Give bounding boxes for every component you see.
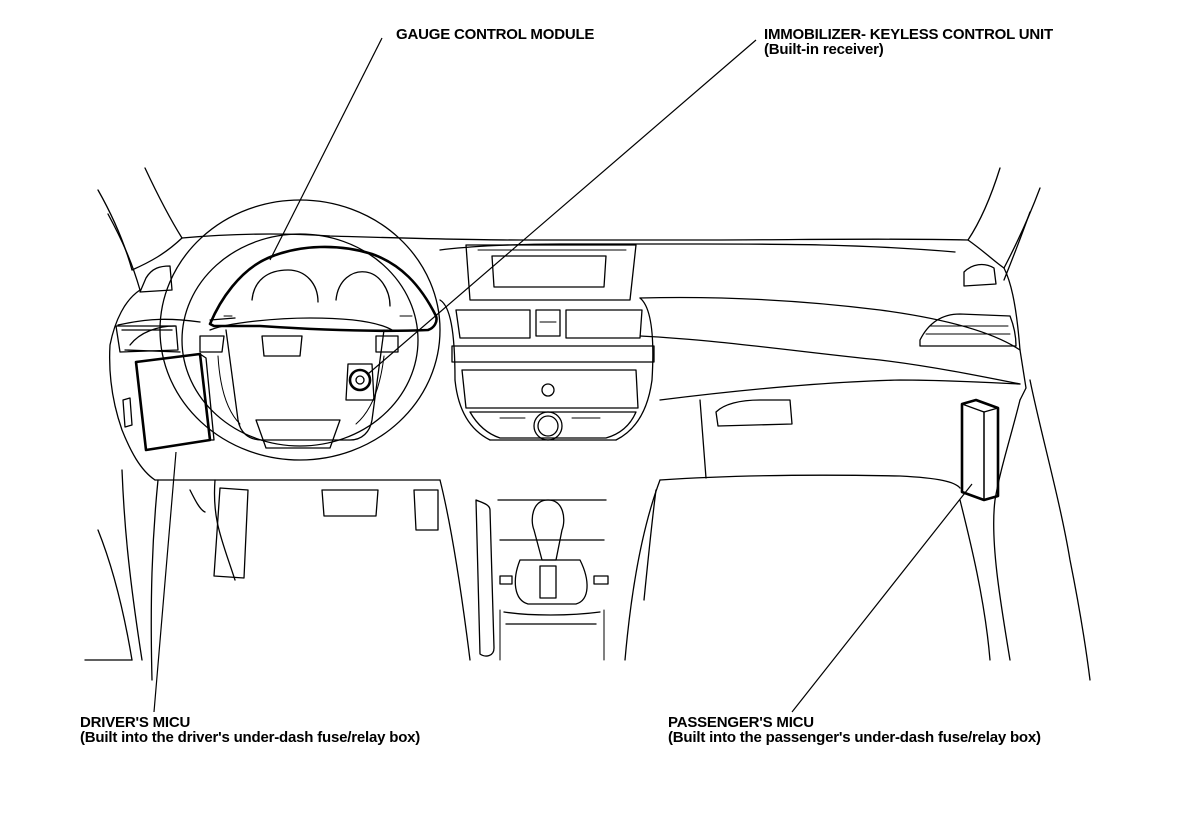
center-stack <box>439 297 655 441</box>
gauge-label-title: GAUGE CONTROL MODULE <box>396 26 595 43</box>
driver-micu-label-subtitle: (Built into the driver's under-dash fuse… <box>80 729 421 746</box>
dash-top <box>181 233 969 253</box>
immobilizer-label-subtitle: (Built-in receiver) <box>764 41 884 58</box>
left-a-pillar <box>97 167 183 291</box>
right-vent <box>919 313 1017 347</box>
passenger-micu-label-subtitle: (Built into the passenger's under-dash f… <box>668 729 1041 746</box>
immobilizer-label-title: IMMOBILIZER- KEYLESS CONTROL UNIT <box>764 26 1053 43</box>
left-vent <box>115 325 179 353</box>
glovebox-handle <box>715 399 793 427</box>
gauge-leader-line <box>269 37 383 261</box>
dash-right-body <box>639 263 1027 489</box>
immobilizer-label: IMMOBILIZER- KEYLESS CONTROL UNIT (Built… <box>764 27 1053 57</box>
immobilizer-leader-line <box>367 39 757 375</box>
right-a-pillar <box>967 167 1041 281</box>
gauge-control-module-label: GAUGE CONTROL MODULE <box>396 27 594 42</box>
leader-lines <box>153 37 973 713</box>
gauge-cluster <box>208 245 438 333</box>
driver-footwell <box>84 469 439 681</box>
driver-micu-leader-line <box>153 451 177 713</box>
passenger-micu-label: PASSENGER'S MICU (Built into the passeng… <box>668 715 1041 745</box>
ignition-switch <box>345 363 375 401</box>
driver-micu-box <box>134 352 215 452</box>
passenger-footwell <box>643 379 1091 681</box>
center-display <box>465 244 637 301</box>
passenger-micu-label-title: PASSENGER'S MICU <box>668 714 814 731</box>
driver-micu-label: DRIVER'S MICU (Built into the driver's u… <box>80 715 420 745</box>
passenger-micu-box <box>960 398 1000 502</box>
driver-micu-label-title: DRIVER'S MICU <box>80 714 191 731</box>
passenger-micu-leader-line <box>791 483 973 713</box>
center-console <box>439 479 661 661</box>
